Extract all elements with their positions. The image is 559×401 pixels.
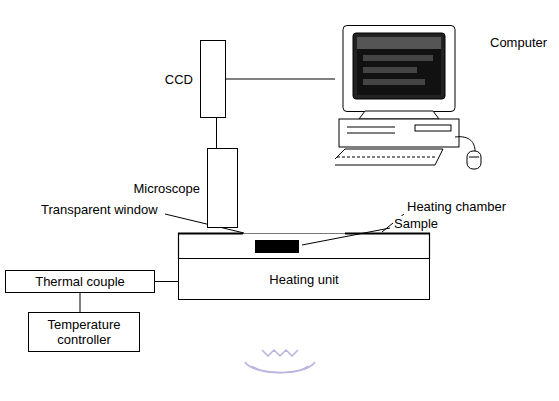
transparent-window (243, 233, 345, 234)
node-label: Computer (490, 35, 547, 50)
heating-unit: Heating unit (178, 258, 430, 300)
leader-line (302, 228, 390, 245)
part-label: Heating chamber (406, 199, 507, 214)
part-label: Transparent window (40, 202, 159, 217)
computer-icon: Computer (335, 25, 553, 175)
watermark-seal (245, 350, 315, 373)
node-label: Microscope (134, 181, 200, 196)
chamber-lid (178, 232, 243, 234)
computer-drawing (335, 25, 485, 175)
microscope-tube: Microscope (207, 148, 238, 228)
chamber-wall (178, 233, 179, 259)
connector-line (155, 281, 178, 282)
sample (255, 240, 299, 253)
node-label: Thermal couple (35, 274, 125, 289)
connector-line (216, 118, 217, 148)
node-label: Temperature controller (33, 317, 135, 347)
connector-line (226, 79, 335, 80)
chamber-wall (429, 233, 430, 259)
connector-line (80, 293, 81, 312)
part-label: Sample (393, 216, 439, 231)
thermal-couple-box: Thermal couple (5, 270, 155, 293)
node-label: Heating unit (269, 272, 338, 287)
ccd-camera: CCD (200, 40, 226, 118)
node-label: CCD (165, 72, 193, 87)
temperature-controller-box: Temperature controller (28, 312, 140, 352)
